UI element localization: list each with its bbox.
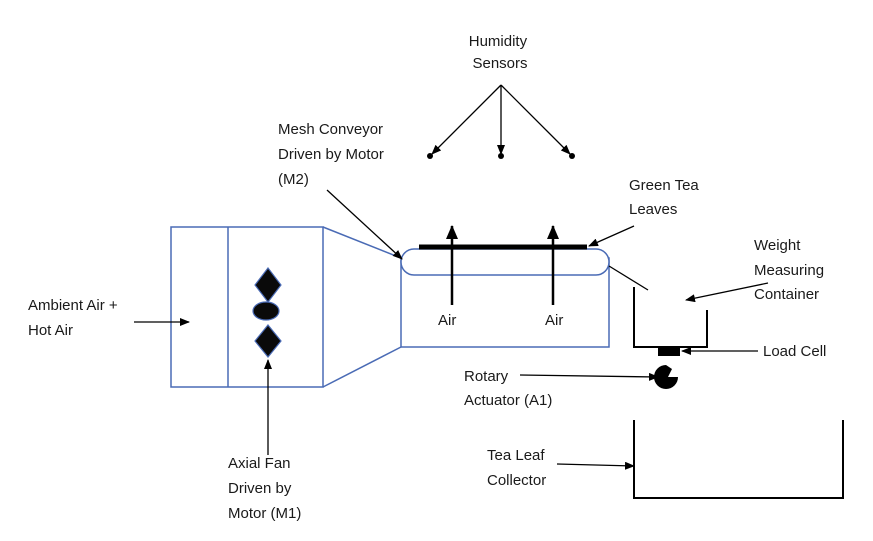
rotary-actuator-label: Rotary Actuator (A1) bbox=[464, 368, 552, 409]
sensor-dot-right bbox=[569, 153, 575, 159]
ambient-air-label: Ambient Air + Hot Air bbox=[28, 297, 122, 339]
conveyor-belt bbox=[400, 248, 610, 276]
air-label-left: Air bbox=[438, 312, 456, 329]
discharge-chute bbox=[608, 265, 649, 291]
green-tea-leaves-pointer bbox=[588, 225, 635, 247]
sensor-arrow-left bbox=[431, 84, 502, 155]
tea-leaf-collector-pointer bbox=[556, 461, 635, 470]
fan-blade-top bbox=[254, 267, 282, 303]
axial-fan-icon bbox=[252, 267, 282, 358]
tea-leaf-collector-label: Tea Leaf Collector bbox=[487, 447, 549, 489]
fan-blade-bottom bbox=[254, 324, 282, 358]
axial-fan-label: Axial Fan Driven by Motor (M1) bbox=[228, 455, 301, 522]
fan-housing-outer bbox=[170, 226, 324, 388]
rotary-actuator-icon bbox=[654, 365, 678, 389]
mesh-conveyor-label: Mesh Conveyor Driven by Motor (M2) bbox=[278, 121, 388, 188]
duct-bottom bbox=[322, 346, 402, 388]
weight-container-pointer bbox=[685, 282, 769, 303]
air-label-right: Air bbox=[545, 312, 563, 329]
fan-housing bbox=[170, 226, 402, 388]
green-tea-leaves-label: Green Tea Leaves bbox=[629, 177, 703, 218]
weight-measuring-container bbox=[633, 287, 708, 348]
rotary-actuator-pointer bbox=[519, 372, 659, 381]
load-cell-label: Load Cell bbox=[763, 343, 826, 360]
sensor-arrow-right bbox=[500, 84, 571, 155]
humidity-sensors bbox=[427, 84, 575, 159]
fan-hub bbox=[252, 301, 280, 321]
duct-top bbox=[322, 226, 402, 259]
weight-container-label: Weight Measuring Container bbox=[754, 237, 828, 303]
humidity-sensors-label: Humidity Sensors bbox=[469, 33, 532, 72]
sensor-dot-mid bbox=[498, 153, 504, 159]
mesh-conveyor-pointer bbox=[326, 189, 403, 260]
sensor-dot-left bbox=[427, 153, 433, 159]
tea-leaf-collector bbox=[633, 420, 844, 499]
drying-chamber bbox=[400, 248, 610, 348]
load-cell bbox=[658, 347, 680, 356]
